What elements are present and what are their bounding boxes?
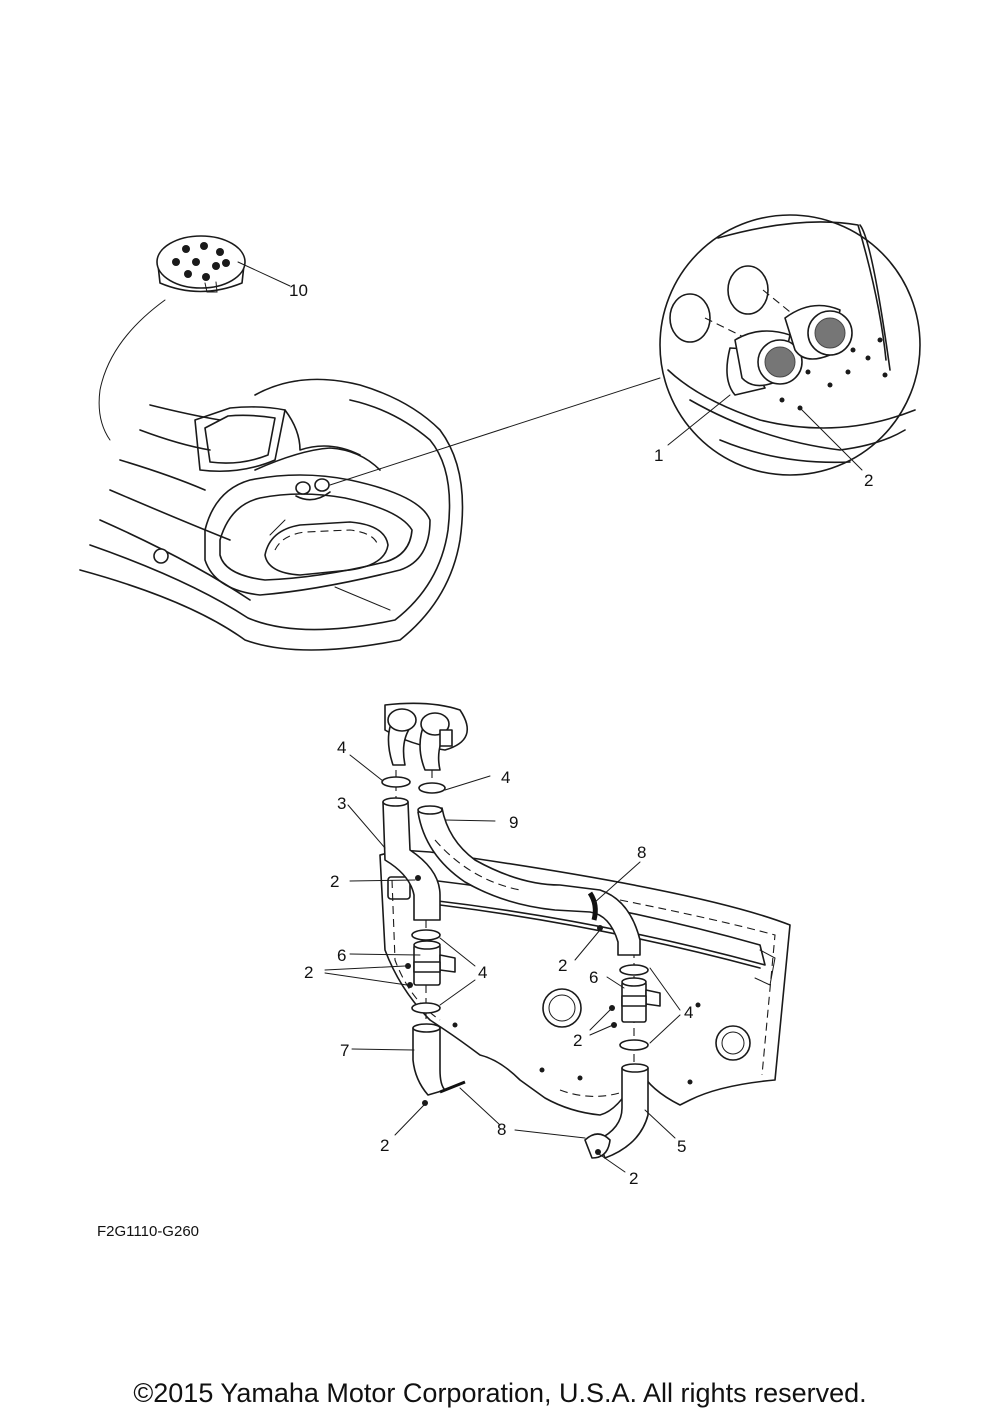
clamp-6-left: [413, 940, 456, 986]
callout-4: 4: [501, 768, 510, 787]
callout-2: 2: [304, 963, 313, 982]
callout-2: 2: [864, 471, 873, 490]
clamp-6-right: [621, 977, 661, 1023]
leader-2-detail: [799, 407, 863, 471]
vent-cap-part: [156, 235, 246, 293]
callout-5: 5: [677, 1137, 686, 1156]
hose-9: [417, 807, 641, 956]
detail-circle-view: [659, 214, 921, 476]
callout-4: 4: [684, 1003, 693, 1022]
diagram-code: F2G1110-G260: [97, 1223, 199, 1240]
vent-mount-top: [384, 702, 469, 771]
hose-3: [382, 801, 441, 921]
callout-8: 8: [497, 1120, 506, 1139]
callout-1: 1: [654, 446, 663, 465]
hose-7: [412, 1027, 446, 1096]
watercraft-hull: [79, 378, 464, 651]
callout-9: 9: [509, 813, 518, 832]
callout-10: 10: [289, 281, 308, 300]
callout-7: 7: [340, 1041, 349, 1060]
callout-2: 2: [558, 956, 567, 975]
callout-2: 2: [573, 1031, 582, 1050]
leader-1: [667, 394, 731, 446]
callout-6: 6: [337, 946, 346, 965]
callout-2: 2: [629, 1169, 638, 1188]
callout-3: 3: [337, 794, 346, 813]
copyright-notice: ©2015 Yamaha Motor Corporation, U.S.A. A…: [133, 1378, 867, 1408]
lead-curve-10: [98, 299, 166, 441]
callout-2: 2: [330, 872, 339, 891]
callout-6: 6: [589, 968, 598, 987]
screws: [405, 875, 617, 1155]
o-ring: [381, 776, 649, 1051]
leader-10: [237, 261, 291, 287]
callout-8: 8: [637, 843, 646, 862]
detail-pointer-line: [329, 377, 661, 486]
callout-4: 4: [478, 963, 487, 982]
callout-2: 2: [380, 1136, 389, 1155]
leader-lines: [324, 754, 681, 1173]
callout-4: 4: [337, 738, 346, 757]
